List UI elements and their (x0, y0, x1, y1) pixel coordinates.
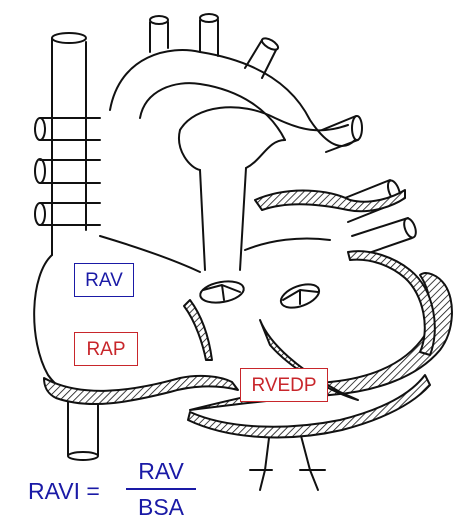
mitral-valve (279, 283, 321, 309)
right-ventricle-inner-wall (183, 299, 213, 361)
left-carotid-artery (199, 19, 219, 57)
descending-aorta (259, 429, 319, 491)
rav-label: RAV (74, 263, 134, 297)
inferior-vena-cava (67, 397, 99, 456)
interatrial-septum (99, 235, 201, 273)
fraction-bar (126, 488, 196, 490)
pulmonary-trunk (179, 106, 349, 132)
pulmonary-vein-left-lower (39, 202, 101, 226)
brachiocephalic-artery (149, 21, 169, 53)
rvedp-label: RVEDP (240, 368, 328, 402)
aortic-arch-outer (109, 49, 356, 147)
superior-vena-cava-opening (51, 32, 87, 44)
aortic-arch-inner (139, 82, 286, 141)
interventricular-septum (259, 319, 359, 401)
left-subclavian-artery (244, 39, 277, 79)
pulmonary-vein-left-upper (39, 117, 101, 141)
superior-vena-cava (51, 37, 87, 256)
left-ventricle-outer-wall (347, 250, 436, 356)
right-ventricle-wall (43, 374, 239, 406)
left-atrium-wall (254, 189, 406, 213)
pulmonary-vein-left-middle (39, 159, 101, 184)
apex-wall (187, 374, 431, 439)
rap-label: RAP (74, 332, 138, 366)
formula-numerator: RAV (138, 458, 184, 484)
ravi-formula: RAVI = RAV BSA (28, 458, 208, 520)
formula-lhs: RAVI = (28, 478, 100, 504)
tricuspid-valve (199, 280, 245, 304)
ascending-aorta (199, 167, 247, 271)
formula-denominator: BSA (137, 494, 185, 520)
pulmonary-artery-right (321, 115, 359, 153)
left-ventricle-wall (189, 272, 453, 411)
